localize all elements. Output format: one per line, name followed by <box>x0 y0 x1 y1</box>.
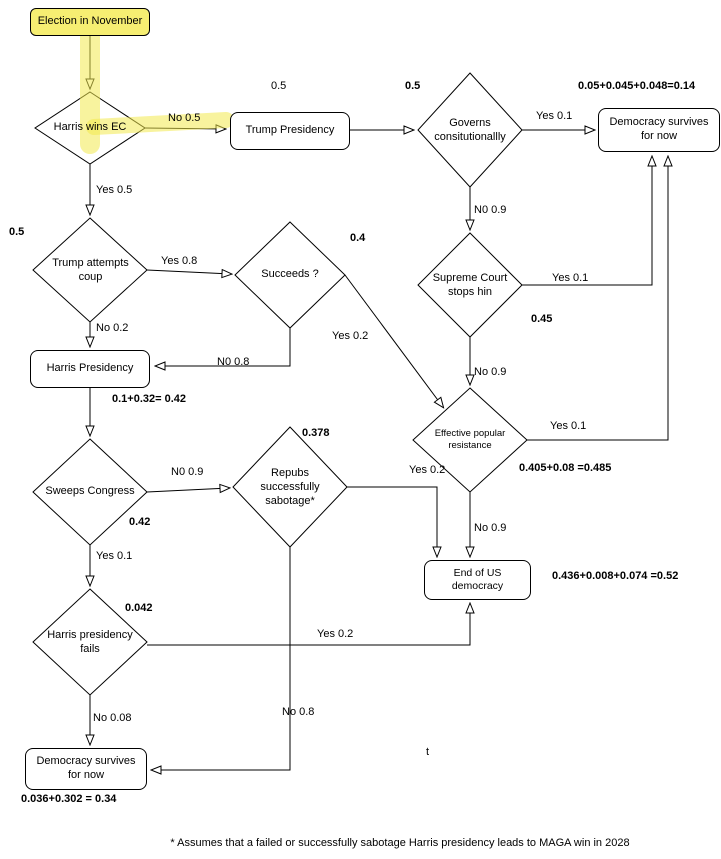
node-trump-presidency-label: Trump Presidency <box>245 124 335 137</box>
decision-repubs-sabotage <box>232 426 348 548</box>
sum-harris-presidency: 0.1+0.32= 0.42 <box>112 393 187 405</box>
probability-repubs-sabotage: 0.378 <box>302 427 330 439</box>
decision-succeeds <box>234 221 346 329</box>
edge-supreme-yes-to-democracy-top <box>522 157 652 286</box>
sum-effective-resistance: 0.405+0.08 =0.485 <box>519 462 612 474</box>
edge-label-coup-no: No 0.2 <box>96 322 129 334</box>
decision-succeeds-label: Succeeds ? <box>261 268 319 280</box>
decision-trump-coup-label: Trump attempts coup <box>52 257 129 283</box>
sum-democracy-top: 0.05+0.045+0.048=0.14 <box>578 80 696 92</box>
decision-harris-wins-ec-label: Harris wins EC <box>53 121 127 133</box>
sum-end-democracy: 0.436+0.008+0.074 =0.52 <box>552 570 679 582</box>
edge-coup-yes-to-succeeds <box>146 270 231 274</box>
edge-label-sweeps-no: N0 0.9 <box>171 466 204 478</box>
probability-succeeds: 0.4 <box>350 232 366 244</box>
node-democracy-survives-top-label: Democracy survives for now <box>609 116 709 142</box>
footnote: * Assumes that a failed or successfully … <box>170 837 630 849</box>
decision-sweeps-congress <box>32 438 148 546</box>
edge-label-succeeds-no: N0 0.8 <box>217 356 250 368</box>
edge-label-effective-no: No 0.9 <box>474 522 507 534</box>
edge-label-repubs-no: No 0.8 <box>282 706 315 718</box>
edge-sweeps-no-to-repubs <box>146 488 229 492</box>
decision-harris-presidency-fails <box>32 588 148 696</box>
edge-label-succeeds-yes: Yes 0.2 <box>332 330 369 342</box>
edge-label-governs-yes: Yes 0.1 <box>536 110 573 122</box>
node-democracy-survives-bottom: Democracy survives for now <box>25 748 147 790</box>
decision-governs-label: Governs consitutionallly <box>434 117 506 143</box>
decision-effective-resistance-label: Effective popular resistance <box>434 428 506 451</box>
edge-label-fails-no: No 0.08 <box>93 712 132 724</box>
edge-succeeds-yes-to-effective <box>344 274 443 407</box>
edge-label-repubs-yes: Yes 0.2 <box>409 464 446 476</box>
probability-supreme-court: 0.45 <box>531 313 553 325</box>
node-harris-presidency-label: Harris Presidency <box>46 362 134 375</box>
probability-sweeps-congress: 0.42 <box>129 516 151 528</box>
edge-label-fails-yes: Yes 0.2 <box>317 628 354 640</box>
probability-trump-presidency: 0.5 <box>271 80 287 92</box>
node-trump-presidency: Trump Presidency <box>230 112 350 150</box>
edge-label-governs-no: N0 0.9 <box>474 204 507 216</box>
decision-effective-popular-resistance <box>412 387 528 493</box>
edge-label-harris-yes: Yes 0.5 <box>96 184 133 196</box>
decision-sweeps-congress-label: Sweeps Congress <box>45 485 135 497</box>
node-end-of-us-democracy: End of US democracy <box>424 560 531 600</box>
edge-label-coup-yes: Yes 0.8 <box>161 255 198 267</box>
edge-label-supreme-no: No 0.9 <box>474 366 507 378</box>
node-democracy-survives-top: Democracy survives for now <box>598 108 720 152</box>
probability-trump-coup: 0.5 <box>9 226 25 238</box>
node-end-of-us-democracy-label: End of US democracy <box>451 566 504 592</box>
decision-governs-constitutionally <box>417 72 523 188</box>
edge-succeeds-no-to-harris-presidency <box>156 328 291 366</box>
decision-harris-fails-label: Harris presidency fails <box>47 629 133 655</box>
node-election-in-november: Election in November <box>30 8 150 36</box>
edge-effective-yes-to-democracy-top <box>527 157 668 441</box>
node-democracy-survives-bottom-label: Democracy survives for now <box>36 755 136 781</box>
decision-supreme-court-stops <box>417 232 523 338</box>
node-harris-presidency: Harris Presidency <box>30 350 150 388</box>
decision-trump-attempts-coup <box>32 217 148 323</box>
edge-repubs-yes-to-end-democracy <box>347 486 437 556</box>
sum-democracy-bottom: 0.036+0.302 = 0.34 <box>21 793 117 805</box>
probability-governs: 0.5 <box>405 80 421 92</box>
decision-repubs-sabotage-label: Repubs successfully sabotage* <box>260 467 320 507</box>
probability-harris-fails: 0.042 <box>125 602 153 614</box>
edge-label-effective-yes: Yes 0.1 <box>550 420 587 432</box>
edge-repubs-no-to-democracy-bottom <box>152 547 291 770</box>
stray-t-text: t <box>426 746 430 758</box>
edge-label-sweeps-yes: Yes 0.1 <box>96 550 133 562</box>
edge-label-harris-no: No 0.5 <box>168 112 201 124</box>
highlight-stroke-horizontal <box>86 112 234 135</box>
edge-fails-yes-to-end-democracy <box>147 604 470 646</box>
edge-label-supreme-yes: Yes 0.1 <box>552 272 589 284</box>
decision-supreme-court-label: Supreme Court stops hin <box>432 272 508 298</box>
node-election-label: Election in November <box>37 15 143 28</box>
